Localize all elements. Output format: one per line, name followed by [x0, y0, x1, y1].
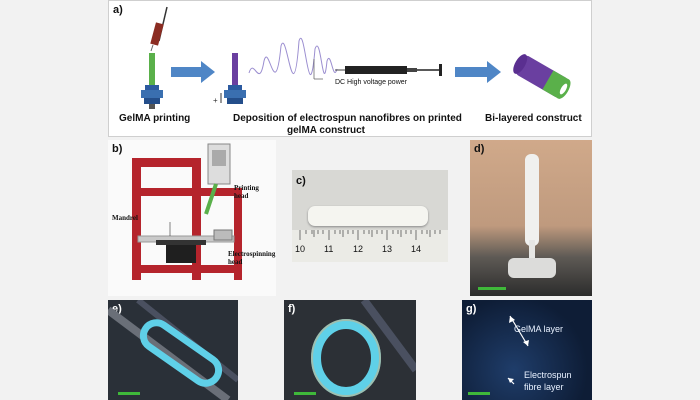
label-electrospun-2: fibre layer [524, 382, 564, 392]
panel-a: a) + [108, 0, 592, 137]
panel-b: b) Printing head Mandrel Electrospinning… [108, 140, 276, 296]
mandrel-base [508, 258, 556, 278]
ruler-label-11: 11 [324, 244, 334, 254]
svg-text:+: + [213, 96, 218, 105]
printer-rig-drawing [132, 143, 242, 280]
syringe-icon [150, 6, 168, 52]
panel-d-label: d) [474, 143, 485, 155]
label-gelma-layer: GelMA layer [514, 324, 564, 334]
scale-bar-f [294, 392, 316, 395]
scale-bar-d [478, 287, 506, 290]
panel-c: c) 10 11 12 13 14 [292, 170, 448, 262]
label-electrospun-1: Electrospun [524, 370, 572, 380]
panel-f: f) [284, 300, 416, 400]
ruler: 10 11 12 13 14 [292, 230, 448, 262]
printing-mandrel-icon [141, 53, 163, 109]
gelma-layer-arrow [507, 315, 529, 385]
panel-e-label: e) [112, 303, 122, 315]
gelma-tube-sample [308, 206, 428, 226]
panel-a-label: a) [113, 4, 123, 16]
panel-a-schematic: + [141, 6, 571, 109]
panel-c-label: c) [296, 175, 306, 187]
power-label: DC High voltage power [335, 79, 407, 86]
panel-g-label: g) [466, 303, 477, 315]
panel-e: e) [108, 300, 238, 400]
scale-bar-g [468, 392, 490, 395]
caption-deposition-2: gelMA construct [287, 125, 365, 136]
panel-d: d) [470, 140, 592, 296]
fluorescent-oval-e [108, 300, 238, 400]
arrow-1-icon [171, 61, 215, 83]
caption-bilayered: Bi-layered construct [485, 113, 582, 124]
fibre-jet-wave [248, 37, 338, 76]
label-electrospinning-head: Electrospinning head [228, 250, 276, 266]
label-mandrel: Mandrel [112, 214, 138, 222]
panel-b-label: b) [112, 143, 123, 155]
label-printing-head: Printing head [234, 184, 259, 200]
ruler-label-13: 13 [382, 244, 393, 254]
panel-g: g) GelMA layer Electrospun fibre layer [462, 300, 592, 400]
scale-bar-e [118, 392, 140, 395]
panel-f-label: f) [288, 303, 296, 315]
arrow-2-icon [455, 61, 501, 83]
electrospinning-mandrel-icon: + [213, 53, 246, 105]
caption-gelma-printing: GelMA printing [119, 113, 191, 124]
ruler-label-14: 14 [411, 244, 422, 254]
fluorescent-ring-f [311, 300, 416, 397]
standing-tube [525, 154, 539, 246]
caption-deposition-1: Deposition of electrospun nanofibres on … [233, 113, 462, 124]
ruler-label-10: 10 [295, 244, 306, 254]
ruler-ticks [299, 230, 441, 240]
ruler-label-12: 12 [353, 244, 364, 254]
bilayer-tube-icon [513, 54, 571, 99]
tube-stem [529, 240, 535, 262]
electrospinning-syringe-icon [335, 64, 442, 76]
